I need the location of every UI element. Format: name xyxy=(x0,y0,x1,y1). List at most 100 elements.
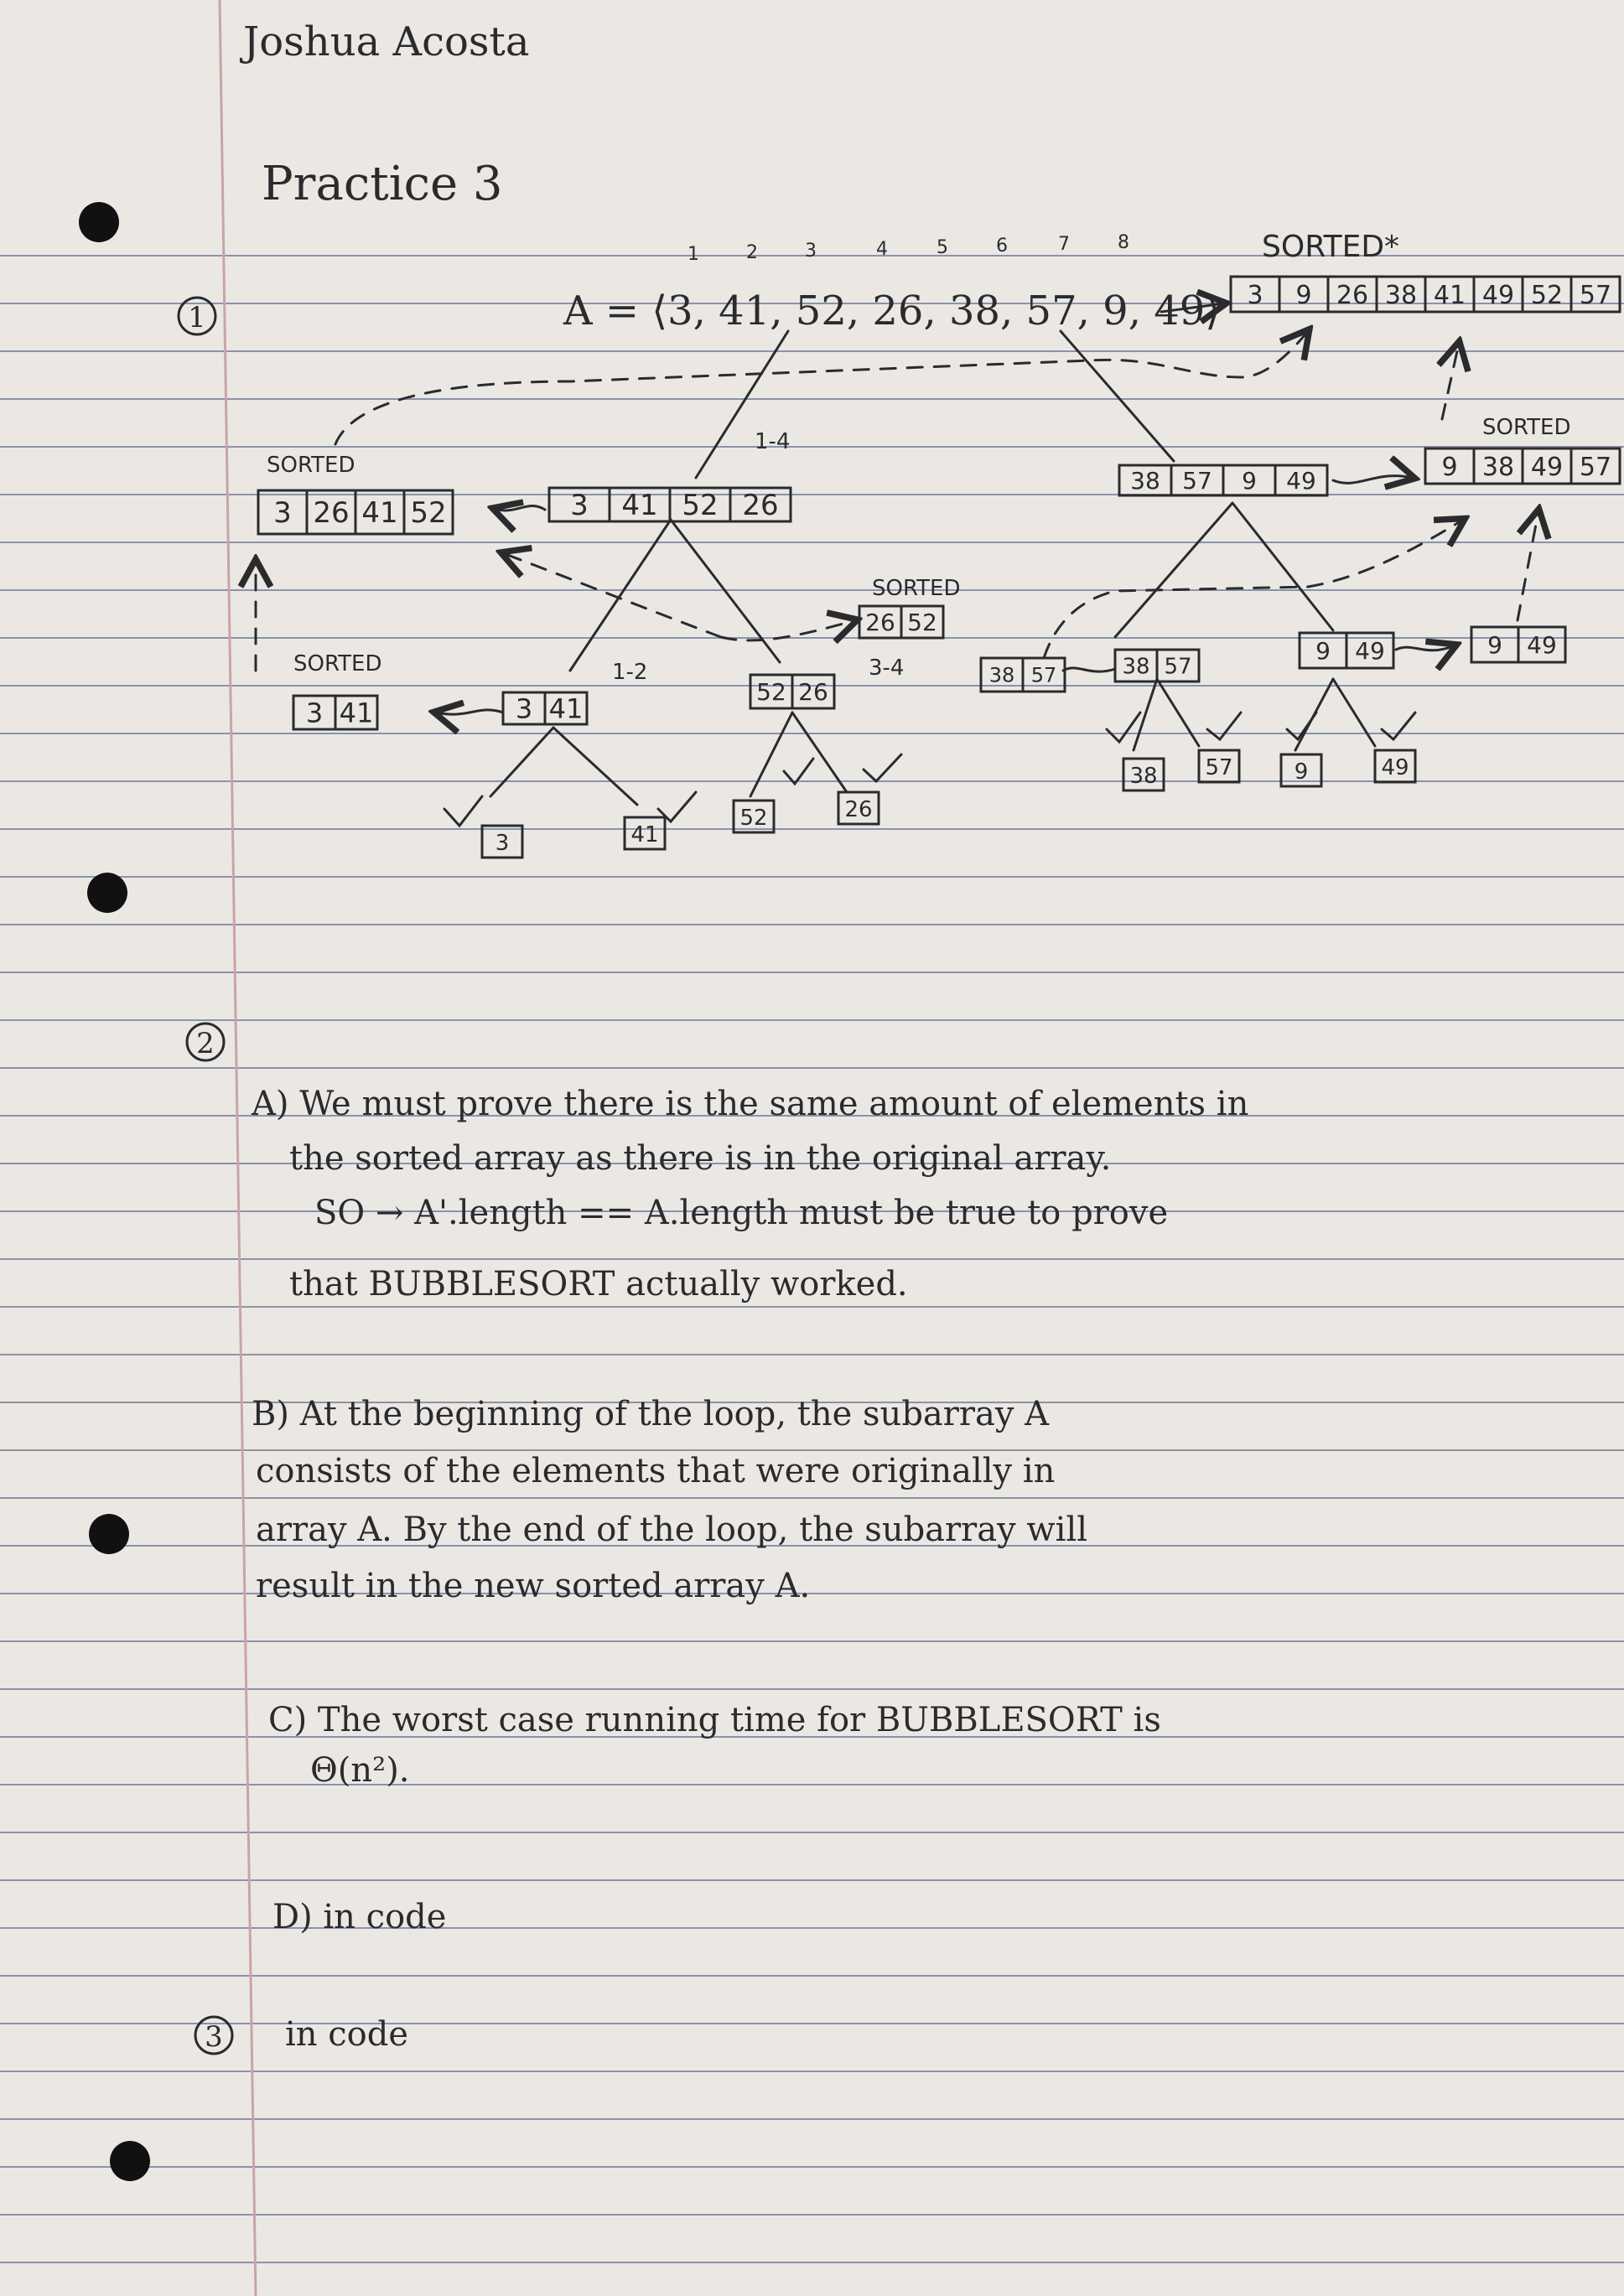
array-expression: A = ⟨3, 41, 52, 26, 38, 57, 9, 49⟩ xyxy=(563,288,1221,334)
left-merge-arrow xyxy=(495,505,547,510)
leaf-box xyxy=(837,790,880,826)
left-sorted-label: SORTED xyxy=(267,453,355,478)
leaf-value: 3 xyxy=(496,831,510,856)
final-sorted-label: SORTED* xyxy=(1262,230,1399,264)
leaf-box xyxy=(1279,753,1323,788)
answer-a-line: that BUBBLESORT actually worked. xyxy=(289,1265,908,1303)
index-labels: 1 2 3 4 5 6 7 8 xyxy=(687,232,1129,265)
pair-3-4-sorted: 26 52 xyxy=(858,604,945,640)
answer-c: C) The worst case running time for BUBBL… xyxy=(268,1701,1161,1790)
leaf-box xyxy=(480,824,524,859)
check-marks xyxy=(443,711,1417,828)
ruled-lines xyxy=(0,255,1624,2263)
leaf-box xyxy=(1122,757,1165,792)
index-label: 2 xyxy=(746,242,758,263)
leaf-box xyxy=(732,799,776,834)
leaf-value: 38 xyxy=(1129,764,1157,789)
index-label: 4 xyxy=(876,239,888,260)
page-title: Practice 3 xyxy=(262,157,503,211)
margin-line xyxy=(218,0,257,2296)
answer-b: B) At the beginning of the loop, the sub… xyxy=(252,1395,1087,1605)
array-cell xyxy=(1274,464,1329,497)
array-cell-value: 49 xyxy=(1355,637,1385,665)
leaf-value: 9 xyxy=(1295,759,1309,785)
array-cell-value: 3 xyxy=(1247,281,1263,310)
array-cell-value: 38 xyxy=(1122,654,1149,679)
binder-hole xyxy=(87,873,127,913)
array-cell xyxy=(1570,275,1621,314)
array-cell xyxy=(1570,447,1621,485)
array-cell-value: 52 xyxy=(410,496,446,530)
array-cell-value: 57 xyxy=(1182,467,1212,495)
answer-b-line: B) At the beginning of the loop, the sub… xyxy=(252,1395,1050,1433)
problem-2-number: 2 xyxy=(196,1027,215,1060)
leaf-value: 52 xyxy=(739,806,767,831)
array-cell-value: 52 xyxy=(1531,281,1563,310)
pair-3-4-range-label: 3-4 xyxy=(869,656,904,681)
array-cell-value: 9 xyxy=(1441,453,1457,482)
pair-3-4: 52 26 xyxy=(749,673,836,710)
answer-b-line: array A. By the end of the loop, the sub… xyxy=(256,1511,1087,1549)
array-cell xyxy=(543,691,589,726)
array-cell-value: 57 xyxy=(1580,453,1611,482)
pair-3-4-sorted-label: SORTED xyxy=(872,576,960,601)
array-cell-value: 3 xyxy=(306,697,323,729)
array-cell-value: 41 xyxy=(549,693,584,725)
binder-hole xyxy=(79,202,119,242)
answer-d: D) in code xyxy=(272,1898,446,1936)
binder-hole xyxy=(89,1514,129,1554)
leaf-value: 26 xyxy=(844,797,872,822)
answer-a-line: SO → A'.length == A.length must be true … xyxy=(314,1194,1168,1232)
answer-c-line: Θ(n²). xyxy=(310,1751,410,1790)
array-cell-value: 9 xyxy=(1487,631,1502,659)
problem-number-circle xyxy=(177,296,217,336)
array-cell-value: 57 xyxy=(1031,664,1057,687)
array-cell-value: 9 xyxy=(1315,637,1331,665)
problem-number-circle xyxy=(194,2015,234,2055)
array-cell-value: 49 xyxy=(1286,467,1316,495)
array-cell-value: 38 xyxy=(1130,467,1160,495)
left-half-range-label: 1-4 xyxy=(755,429,790,454)
array-cell xyxy=(1345,631,1395,670)
index-label: 6 xyxy=(996,236,1008,257)
array-cell-value: 3 xyxy=(516,693,532,725)
pair-5-6-merge-arrow xyxy=(1061,666,1117,673)
array-cell-value: 49 xyxy=(1482,281,1514,310)
binder-hole xyxy=(110,2141,150,2181)
array-cell-value: 52 xyxy=(756,678,786,706)
answer-a: A) We must prove there is the same amoun… xyxy=(251,1085,1248,1303)
leaf-value: 41 xyxy=(630,822,658,847)
index-label: 7 xyxy=(1058,234,1070,255)
array-cell-value: 49 xyxy=(1527,631,1557,659)
pair-1-2-range-label: 1-2 xyxy=(612,660,647,685)
array-cell-value: 26 xyxy=(865,609,895,636)
array-cell-value: 26 xyxy=(1336,281,1368,310)
problem-3-answer: in code xyxy=(285,2015,408,2054)
merge-tree-lines xyxy=(489,329,1377,806)
array-cell xyxy=(1021,656,1066,693)
leaf-value: 57 xyxy=(1205,755,1232,780)
array-cell-value: 52 xyxy=(682,489,718,522)
dashed-arrows xyxy=(256,331,1538,672)
leaf-box xyxy=(1197,749,1241,784)
array-cell-value: 26 xyxy=(742,489,778,522)
array-cell-value: 26 xyxy=(798,678,828,706)
array-cell-value: 52 xyxy=(907,609,937,636)
array-cell xyxy=(1155,648,1201,683)
problem-1-number: 1 xyxy=(188,301,206,334)
array-cell-value: 41 xyxy=(621,489,657,522)
leaf-box xyxy=(623,816,667,851)
pair-1-2-sorted-label: SORTED xyxy=(293,651,381,676)
pair-7-8-sorted: 9 49 xyxy=(1470,625,1567,664)
array-cell xyxy=(900,604,945,640)
array-cell-value: 38 xyxy=(1385,281,1417,310)
problem-number-circle xyxy=(185,1022,226,1062)
pair-1-2: 3 41 xyxy=(501,691,589,726)
